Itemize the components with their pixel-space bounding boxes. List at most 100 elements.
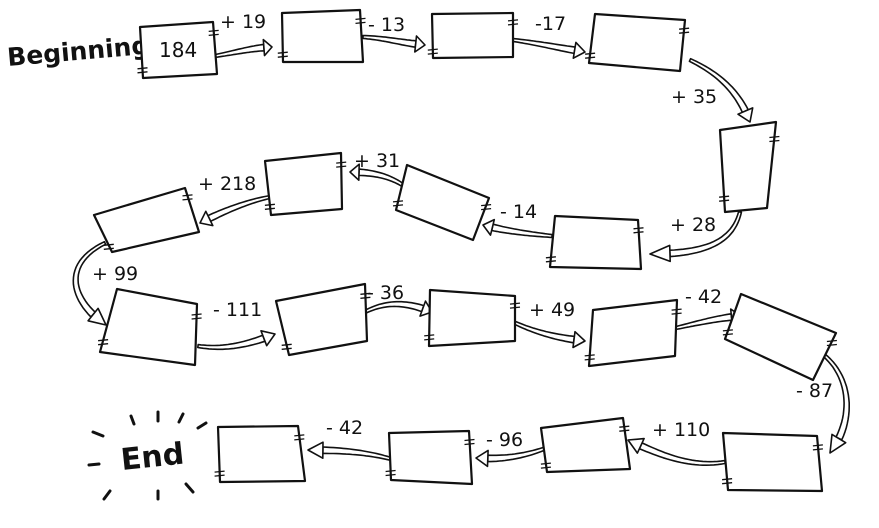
sketch-mark <box>719 195 730 198</box>
operation-label: - 87 <box>796 380 833 402</box>
sketch-mark <box>545 260 556 263</box>
sketch-mark <box>769 139 780 143</box>
sketch-mark <box>719 199 730 202</box>
answer-box[interactable] <box>263 151 344 217</box>
operation-label: - 42 <box>326 417 363 439</box>
connector-arrow <box>511 319 576 344</box>
answer-box[interactable] <box>280 8 365 64</box>
sketch-mark <box>584 358 595 361</box>
sketch-mark <box>191 313 202 316</box>
sketch-mark <box>619 429 630 432</box>
sketch-mark <box>812 444 823 447</box>
arrow-head <box>627 437 645 454</box>
arrow-head <box>262 38 273 57</box>
answer-box[interactable] <box>587 12 687 73</box>
operation-label: - 13 <box>368 14 405 36</box>
sketch-mark <box>360 296 371 299</box>
answer-box[interactable] <box>427 288 517 348</box>
sketch-mark <box>826 343 837 347</box>
sketch-mark <box>585 56 596 59</box>
answer-box[interactable] <box>274 282 369 357</box>
answer-box[interactable] <box>92 186 201 254</box>
answer-box[interactable] <box>394 163 491 242</box>
sketch-mark <box>671 308 682 311</box>
answer-box[interactable] <box>587 298 679 368</box>
sketch-mark <box>633 227 644 230</box>
answer-box[interactable] <box>430 11 515 60</box>
sketch-mark <box>679 27 690 30</box>
operation-label: - 111 <box>213 299 262 321</box>
sketch-mark <box>619 425 630 428</box>
end-label: End <box>119 437 186 478</box>
sketch-mark <box>208 29 219 33</box>
sketch-mark <box>336 165 347 168</box>
sketch-mark <box>214 474 225 477</box>
sketch-mark <box>507 23 519 26</box>
sketch-mark <box>424 334 435 337</box>
sketch-mark <box>355 21 366 25</box>
sketch-mark <box>427 48 438 51</box>
arrow-head <box>414 35 426 53</box>
sketch-mark <box>545 256 556 259</box>
connector-arrow <box>322 446 393 462</box>
sketch-mark <box>769 135 780 139</box>
answer-box[interactable] <box>387 429 474 486</box>
arrow-head <box>572 41 586 59</box>
answer-box[interactable] <box>539 416 632 474</box>
sketch-mark <box>294 438 305 441</box>
answer-box[interactable] <box>718 120 778 214</box>
sketch-mark <box>182 198 193 201</box>
operation-label: - 96 <box>486 429 523 451</box>
connector-arrow <box>638 442 726 466</box>
sketch-mark <box>507 19 519 22</box>
answer-box[interactable] <box>548 214 643 271</box>
sketch-mark <box>585 52 596 55</box>
sketch-mark <box>540 462 551 465</box>
sketch-mark <box>277 55 288 58</box>
sketch-mark <box>103 247 114 250</box>
answer-box[interactable] <box>216 424 307 484</box>
sketch-mark <box>464 442 475 446</box>
sketch-mark <box>277 51 288 54</box>
sketch-mark <box>191 317 202 320</box>
sketch-mark <box>464 438 475 442</box>
sketch-mark <box>509 302 521 305</box>
sketch-mark <box>584 354 595 357</box>
sketch-mark <box>826 339 837 343</box>
sketch-mark <box>540 466 551 469</box>
operation-label: + 31 <box>354 150 400 172</box>
sketch-mark <box>281 343 292 346</box>
answer-box[interactable] <box>721 431 824 493</box>
answer-box[interactable] <box>98 287 199 367</box>
sketch-mark <box>481 207 492 211</box>
sketch-mark <box>385 469 396 473</box>
start-box <box>138 20 219 80</box>
operation-label: -17 <box>535 13 566 35</box>
arrow-head <box>649 244 671 263</box>
operation-label: - 42 <box>685 286 722 308</box>
sketch-mark <box>385 473 396 477</box>
operation-label: + 19 <box>220 11 266 33</box>
arrow-head <box>482 218 496 236</box>
operation-label: + 28 <box>670 214 716 236</box>
arrow-head <box>737 107 754 123</box>
sketch-mark <box>98 339 109 342</box>
connector-arrow <box>214 43 265 59</box>
sketch-mark <box>137 71 148 74</box>
sketch-mark <box>427 52 438 55</box>
operation-label: + 49 <box>529 299 575 321</box>
sketch-mark <box>360 292 371 295</box>
sketch-mark <box>509 306 521 309</box>
end-burst-lines <box>87 410 208 501</box>
answer-box[interactable] <box>723 292 838 382</box>
sketch-mark <box>722 329 733 332</box>
connector-arrow <box>674 313 733 331</box>
arrow-head <box>307 441 324 459</box>
sketch-mark <box>137 67 148 70</box>
sketch-mark <box>481 203 492 207</box>
operation-label: + 218 <box>198 173 256 195</box>
connector-arrow <box>511 37 576 55</box>
sketch-mark <box>98 343 109 346</box>
